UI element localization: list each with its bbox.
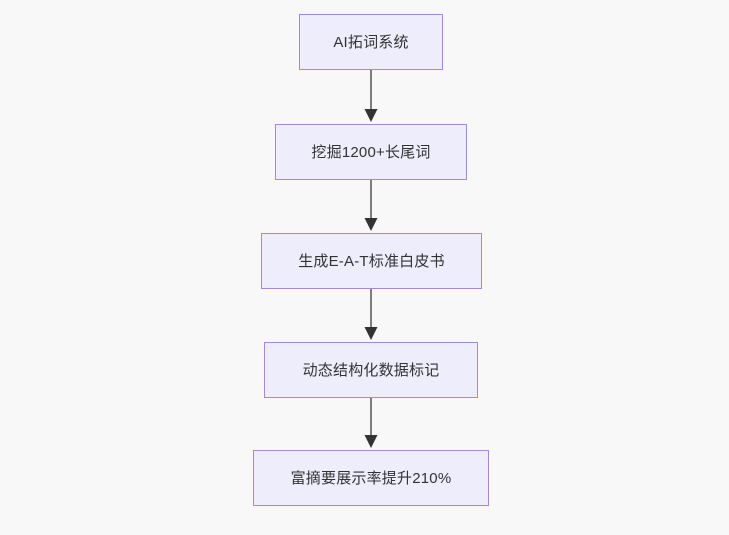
flow-node-ai-keyword-system[interactable]: AI拓词系统 <box>299 14 443 70</box>
flow-node-label: 动态结构化数据标记 <box>302 361 440 379</box>
flow-node-label: AI拓词系统 <box>333 33 409 51</box>
flow-node-label: 富摘要展示率提升210% <box>290 469 452 487</box>
edge-n4-n5 <box>364 398 378 448</box>
flow-node-rich-snippet-rate-increase[interactable]: 富摘要展示率提升210% <box>253 450 489 506</box>
edge-n3-n4 <box>364 289 378 340</box>
flow-node-label: 生成E-A-T标准白皮书 <box>298 252 445 270</box>
edge-n1-n2 <box>364 70 378 122</box>
flow-node-label: 挖掘1200+长尾词 <box>311 143 431 161</box>
flow-node-mine-longtail-keywords[interactable]: 挖掘1200+长尾词 <box>275 124 467 180</box>
flow-node-generate-eat-whitepaper[interactable]: 生成E-A-T标准白皮书 <box>261 233 482 289</box>
edge-n2-n3 <box>364 180 378 231</box>
flow-node-dynamic-structured-data-markup[interactable]: 动态结构化数据标记 <box>264 342 478 398</box>
